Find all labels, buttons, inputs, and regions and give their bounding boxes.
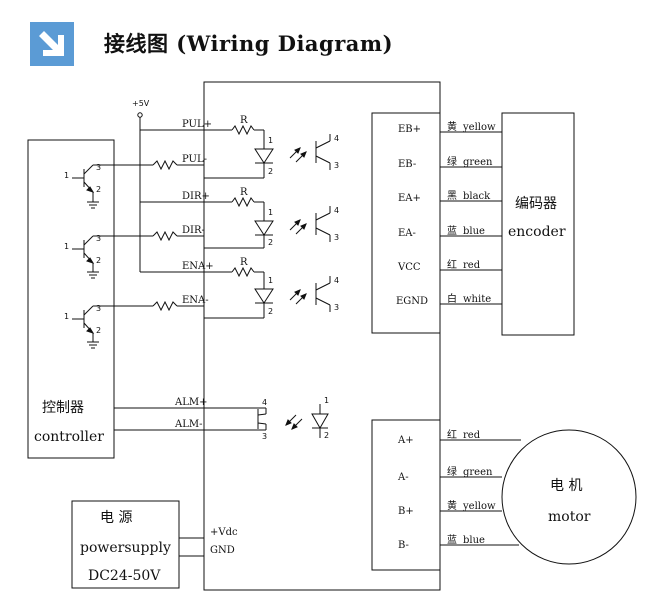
down-right-arrow-icon — [30, 22, 74, 66]
motor-wire-cn: 黄 — [447, 499, 457, 512]
motor-terminal: B+ — [398, 506, 414, 517]
pin-3: 3 — [262, 432, 267, 441]
pin-3: 3 — [334, 303, 339, 312]
encoder-terminal-block — [371, 112, 441, 334]
encoder-terminal: EB- — [398, 159, 416, 170]
page-title: 接线图 (Wiring Diagram) — [104, 31, 394, 56]
encoder-label-cn: 编码器 — [515, 196, 557, 212]
pin-2: 2 — [96, 185, 101, 194]
pin-1: 1 — [268, 276, 273, 285]
motor-terminal-block — [371, 419, 441, 571]
pul-plus-label: PUL+ — [182, 119, 212, 130]
pin-2: 2 — [268, 167, 273, 176]
pin-1: 1 — [64, 171, 69, 180]
pin-3: 3 — [96, 234, 101, 243]
controller-label-en: controller — [34, 429, 104, 445]
pin-1: 1 — [268, 208, 273, 217]
pin-2: 2 — [268, 238, 273, 247]
pin-3: 3 — [96, 163, 101, 172]
supply-label-en: powersupply — [80, 540, 171, 556]
pin-4: 4 — [262, 398, 267, 407]
pin-4: 4 — [334, 276, 339, 285]
resistor-label: R — [240, 187, 248, 198]
encoder-terminal: EGND — [396, 296, 428, 307]
motor-wire-en: blue — [463, 535, 485, 546]
controller-box — [27, 139, 115, 459]
pin-1: 1 — [64, 312, 69, 321]
encoder-wire-cn: 蓝 — [447, 225, 457, 237]
motor-wire-en: yellow — [462, 501, 496, 512]
motor-circle — [501, 429, 637, 565]
motor-label-cn: 电 机 — [550, 478, 582, 494]
dir-plus-label: DIR+ — [182, 191, 210, 202]
encoder-wire-cn: 绿 — [447, 155, 457, 168]
ena-plus-label: ENA+ — [182, 261, 214, 272]
supply-label-cn: 电 源 — [100, 510, 132, 526]
resistor-label: R — [240, 257, 248, 268]
pin-1: 1 — [64, 242, 69, 251]
pin-3: 3 — [334, 161, 339, 170]
resistor-label: R — [240, 115, 248, 126]
encoder-label-en: encoder — [508, 224, 566, 240]
controller-label-cn: 控制器 — [42, 400, 84, 416]
ena-minus-label: ENA- — [182, 295, 209, 306]
header: 接线图 (Wiring Diagram) — [0, 0, 650, 70]
power-supply-box — [71, 500, 180, 589]
pul-minus-label: PUL- — [182, 154, 207, 165]
pin-1: 1 — [268, 136, 273, 145]
motor-wire-cn: 蓝 — [447, 534, 457, 546]
vdc-label: +Vdc — [210, 527, 238, 538]
encoder-terminal: VCC — [397, 262, 421, 273]
pin-2: 2 — [96, 256, 101, 265]
pin-2: 2 — [324, 431, 329, 440]
encoder-wire-cn: 红 — [447, 258, 457, 271]
encoder-terminal: EA+ — [398, 193, 421, 204]
gnd-label: GND — [210, 545, 235, 556]
motor-label-en: motor — [548, 509, 591, 525]
dir-minus-label: DIR- — [182, 225, 205, 236]
driver-box — [203, 81, 441, 591]
supply-range: DC24-50V — [88, 568, 161, 584]
alm-plus-label: ALM+ — [174, 397, 207, 408]
motor-wire-en: red — [463, 430, 481, 441]
encoder-wire-en: blue — [463, 226, 485, 237]
encoder-wire-cn: 白 — [447, 292, 457, 305]
motor-terminal: A- — [397, 472, 409, 483]
plus5v-label: +5V — [132, 99, 150, 108]
motor-wire-cn: 红 — [447, 428, 457, 441]
pin-1: 1 — [324, 396, 329, 405]
pin-2: 2 — [96, 326, 101, 335]
encoder-wire-en: yellow — [462, 122, 496, 133]
encoder-wire-en: red — [463, 260, 481, 271]
pin-4: 4 — [334, 206, 339, 215]
encoder-wire-en: green — [463, 157, 493, 168]
motor-wire-cn: 绿 — [447, 465, 457, 478]
alm-minus-label: ALM- — [174, 419, 202, 430]
encoder-terminal: EA- — [398, 228, 416, 239]
encoder-box — [501, 112, 575, 336]
encoder-wire-cn: 黑 — [447, 190, 457, 202]
motor-terminal: B- — [398, 540, 409, 551]
pin-4: 4 — [334, 134, 339, 143]
pin-3: 3 — [334, 233, 339, 242]
encoder-wire-cn: 黄 — [447, 120, 457, 133]
encoder-wire-en: black — [463, 191, 491, 202]
pin-2: 2 — [268, 307, 273, 316]
pin-3: 3 — [96, 304, 101, 313]
encoder-terminal: EB+ — [398, 124, 421, 135]
motor-terminal: A+ — [397, 435, 414, 446]
encoder-wire-en: white — [463, 294, 491, 305]
motor-wire-en: green — [463, 467, 493, 478]
